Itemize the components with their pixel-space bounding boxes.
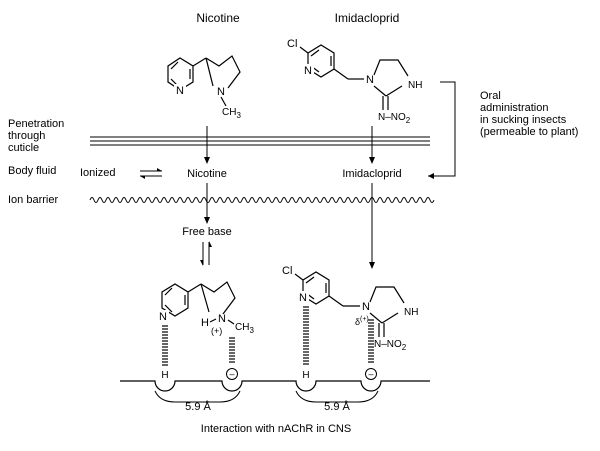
nicotine-title: Nicotine — [196, 11, 240, 25]
arrowhead — [369, 262, 375, 269]
atom-n: N — [218, 313, 226, 325]
nicotine-structure-bottom: N N H CH3 (+) — [157, 281, 254, 336]
atom-n: N — [176, 85, 184, 97]
penetration-label-1: Penetration — [8, 118, 64, 130]
distance-bracket-right — [295, 390, 379, 403]
atom-n: N — [217, 86, 225, 98]
imidacloprid-structure-bottom: Cl N N NH N–NO2 δ(+) — [282, 265, 418, 352]
anionic-site-left — [226, 368, 238, 380]
oral-label-3: in sucking insects — [480, 114, 567, 126]
imidacloprid-title: Imidacloprid — [335, 11, 400, 25]
minus-sign: – — [368, 369, 373, 379]
arrowhead — [369, 157, 375, 164]
cuticle-lines — [90, 136, 430, 146]
atom-n: N — [362, 301, 370, 313]
atom-n: N — [159, 311, 167, 323]
atom-n: N — [366, 74, 374, 86]
atom-n: N — [299, 292, 307, 304]
free-base-equilibrium — [200, 241, 212, 266]
arrowhead — [204, 157, 210, 164]
oral-path-bracket — [428, 81, 456, 177]
hatched-bonds — [162, 306, 374, 366]
receptor-h-left: H — [161, 370, 168, 381]
oral-label-2: administration — [480, 102, 548, 114]
caption: Interaction with nAChR in CNS — [201, 423, 351, 435]
penetration-label-2: through — [8, 130, 45, 142]
ion-barrier-label: Ion barrier — [8, 194, 58, 206]
oral-path-arrowhead — [428, 173, 434, 179]
partial-charge: δ(+) — [355, 316, 369, 327]
imidacloprid-structure-top: Cl N N NH N–NO2 — [287, 38, 422, 125]
charge-plus: (+) — [211, 326, 222, 336]
distance-bracket-left — [154, 390, 241, 403]
ionized-label: Ionized — [80, 167, 115, 179]
atom-cl: Cl — [287, 38, 297, 50]
ion-barrier-wave — [89, 197, 435, 203]
distance-left: 5.9 Å — [185, 400, 211, 413]
oral-label-1: Oral — [480, 90, 501, 102]
atom-cl: Cl — [282, 265, 292, 277]
atom-nh: NH — [408, 80, 422, 91]
body-fluid-label: Body fluid — [8, 165, 56, 177]
receptor-surface: H – H – — [120, 368, 430, 392]
minus-sign: – — [229, 369, 234, 379]
arrowhead — [204, 217, 210, 224]
oral-label-4: (permeable to plant) — [480, 126, 578, 138]
atom-ch3: CH3 — [222, 107, 241, 120]
free-base-label: Free base — [182, 226, 232, 238]
barrier-wave-path — [89, 197, 435, 203]
receptor-h-right: H — [302, 370, 309, 381]
atom-nno2: N–NO2 — [378, 112, 411, 125]
imidacloprid-mid-label: Imidacloprid — [342, 168, 401, 180]
atom-n: N — [304, 65, 312, 77]
equilibrium-arrows — [140, 168, 162, 179]
distance-right: 5.9 Å — [324, 400, 350, 413]
nicotine-mid-label: Nicotine — [187, 168, 227, 180]
atom-nh: NH — [404, 307, 418, 318]
atom-h: H — [201, 317, 209, 329]
anionic-site-right — [365, 368, 377, 380]
atom-ch3: CH3 — [235, 322, 254, 335]
atom-nno2: N–NO2 — [374, 339, 407, 352]
nicotine-structure-top: N N CH3 — [167, 55, 241, 120]
penetration-label-3: cuticle — [8, 142, 39, 154]
